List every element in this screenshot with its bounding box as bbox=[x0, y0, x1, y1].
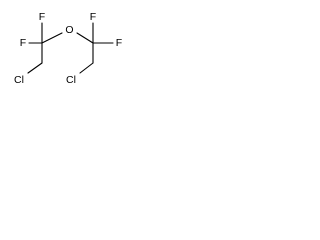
bond-c1-o bbox=[41, 32, 63, 44]
atom-label-fluorine-right-side: F bbox=[116, 37, 122, 49]
atom-labels: O F F F F Cl Cl bbox=[14, 11, 122, 86]
atom-label-fluorine-left-upper: F bbox=[39, 11, 45, 23]
atom-label-fluorine-right-upper: F bbox=[90, 11, 96, 23]
structural-formula: O F F F F Cl Cl bbox=[14, 11, 122, 86]
atom-label-chlorine-right: Cl bbox=[66, 74, 76, 86]
bonds bbox=[27, 22, 114, 74]
bond-c3-cl bbox=[27, 62, 43, 74]
bond-o-c2 bbox=[76, 32, 94, 44]
atom-label-chlorine-left: Cl bbox=[14, 74, 24, 86]
atom-label-fluorine-left-side: F bbox=[20, 37, 26, 49]
atom-label-oxygen: O bbox=[65, 24, 73, 36]
bond-c4-cl bbox=[79, 62, 94, 74]
